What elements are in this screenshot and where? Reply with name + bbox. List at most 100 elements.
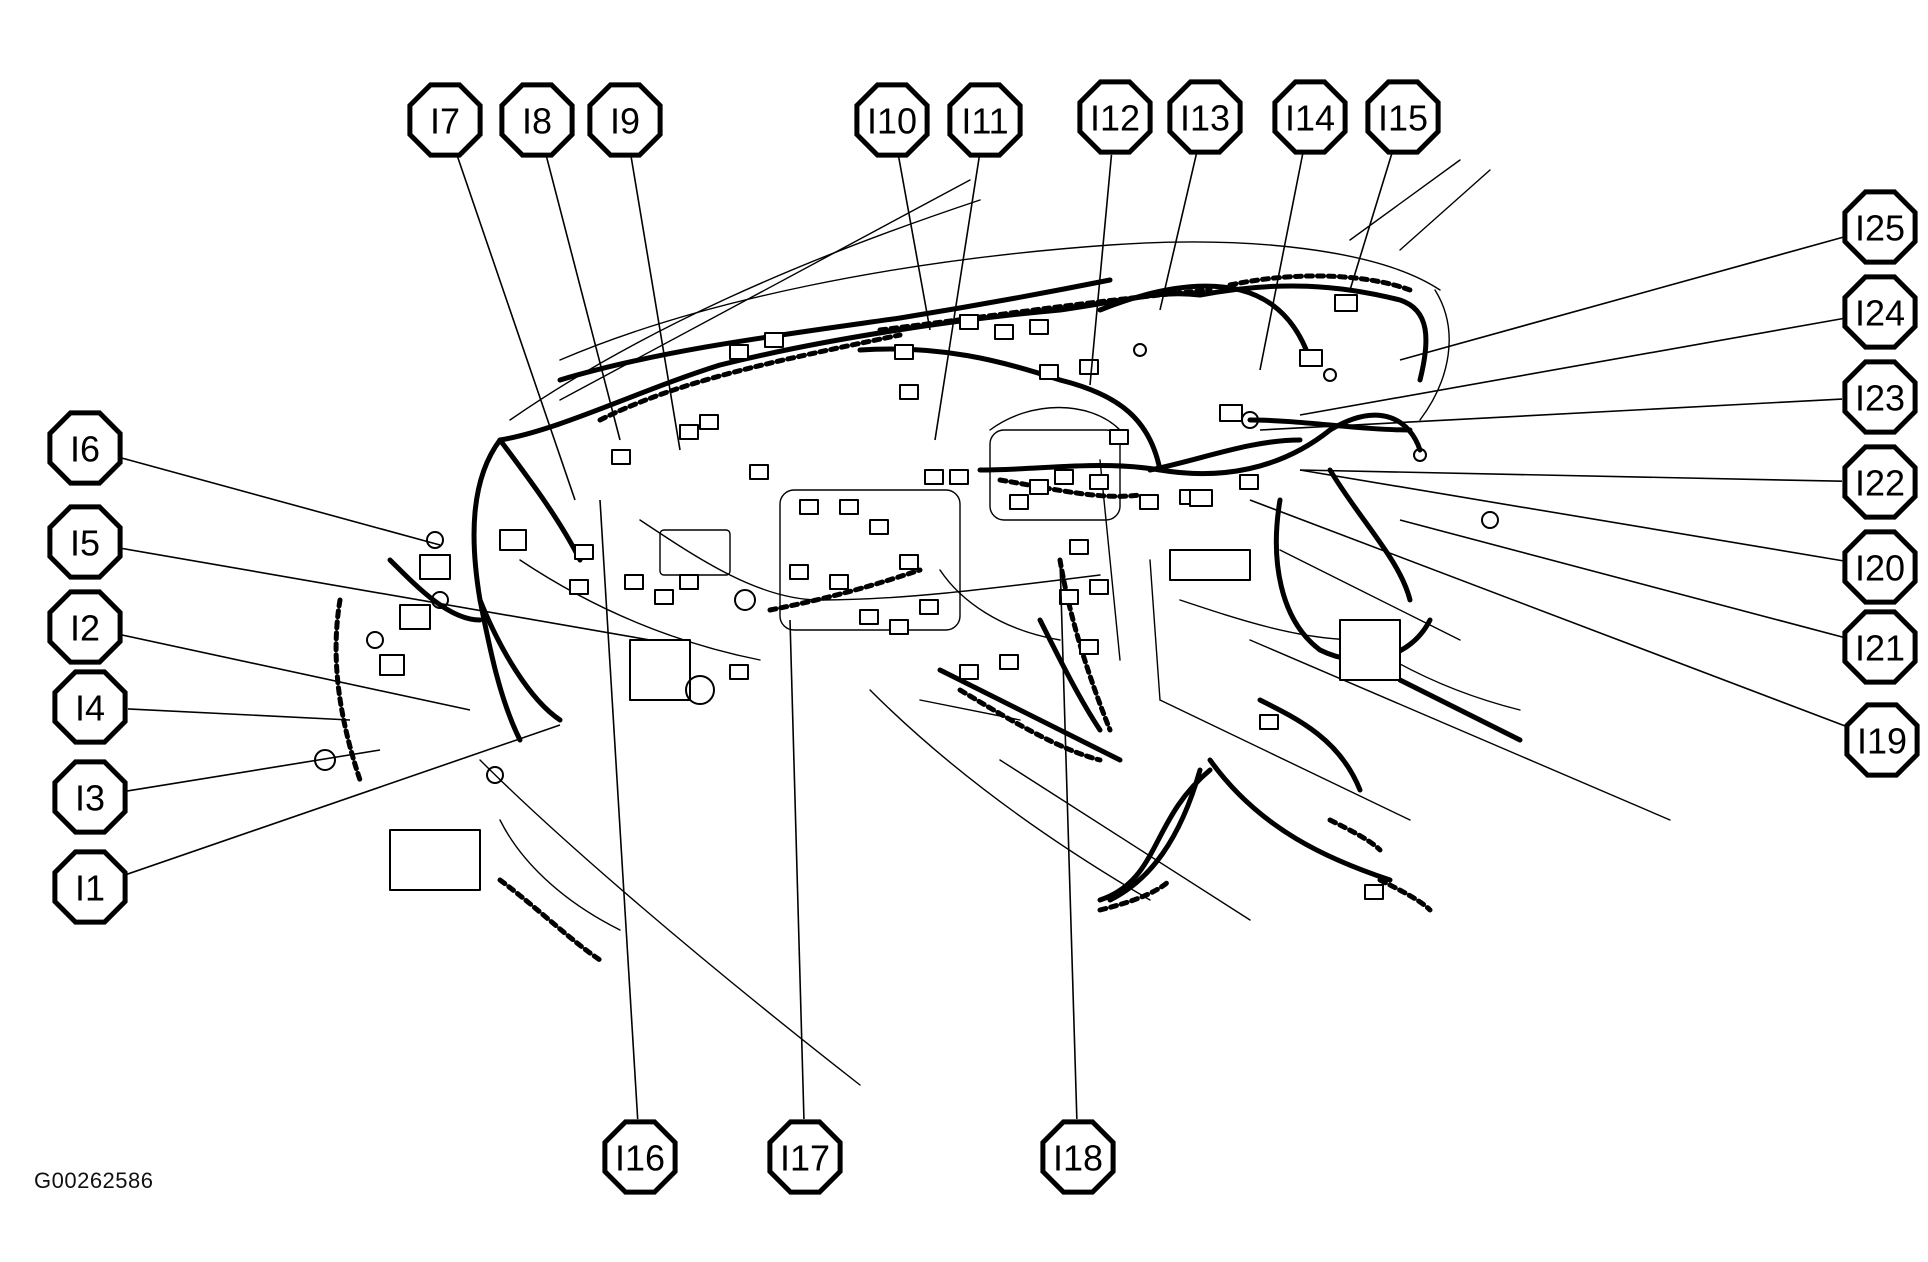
- callout-octagon: [1077, 79, 1153, 155]
- leader-line-i15: [1349, 153, 1393, 291]
- callout-i19: I19: [1844, 702, 1920, 778]
- leader-line-i3: [127, 749, 381, 792]
- callout-label: I2: [70, 608, 100, 649]
- callout-i20: I20: [1842, 529, 1918, 605]
- leader-line-i7: [456, 155, 576, 501]
- callout-label: I1: [75, 868, 105, 909]
- callout-octagon: [602, 1119, 678, 1195]
- callout-label: I3: [75, 778, 105, 819]
- callout-i2: I2: [47, 589, 123, 665]
- leader-line-i17: [789, 619, 805, 1120]
- leader-line-i18: [1059, 559, 1078, 1120]
- callout-label: I9: [610, 101, 640, 142]
- leader-line-i11: [934, 157, 980, 441]
- callout-octagon: [1842, 189, 1918, 265]
- leader-line-i25: [1399, 236, 1844, 361]
- callout-octagon: [1842, 609, 1918, 685]
- callout-i13: I13: [1167, 79, 1243, 155]
- callout-leader-lines: [121, 153, 1847, 1120]
- callout-label: I20: [1855, 548, 1905, 589]
- callout-label: I7: [430, 101, 460, 142]
- callout-i9: I9: [587, 82, 663, 158]
- callout-label: I13: [1180, 98, 1230, 139]
- callout-label: I17: [780, 1138, 830, 1179]
- callout-label: I16: [615, 1138, 665, 1179]
- callout-i10: I10: [854, 82, 930, 158]
- callout-octagon: [854, 82, 930, 158]
- leader-line-i23: [1259, 398, 1843, 431]
- callout-i14: I14: [1272, 79, 1348, 155]
- callout-i6: I6: [47, 410, 123, 486]
- callout-octagon: [587, 82, 663, 158]
- callout-label: I4: [75, 688, 105, 729]
- leader-line-i13: [1159, 153, 1198, 311]
- callout-octagon: [52, 849, 128, 925]
- leader-line-i24: [1299, 317, 1843, 416]
- callout-octagon: [1842, 359, 1918, 435]
- leader-line-i21: [1399, 519, 1844, 639]
- callout-label: I14: [1285, 98, 1335, 139]
- callout-octagon: [1272, 79, 1348, 155]
- callout-octagon: [1167, 79, 1243, 155]
- callout-octagon: [52, 669, 128, 745]
- callout-octagon: [47, 504, 123, 580]
- leader-line-i2: [121, 634, 471, 711]
- callout-octagon: [47, 410, 123, 486]
- leader-line-i12: [1089, 154, 1113, 386]
- callout-label: I18: [1053, 1138, 1103, 1179]
- callout-i7: I7: [407, 82, 483, 158]
- callout-i25: I25: [1842, 189, 1918, 265]
- callout-i23: I23: [1842, 359, 1918, 435]
- dashboard-drawing: [314, 159, 1671, 1086]
- callout-octagon: [47, 589, 123, 665]
- callout-label: I19: [1857, 721, 1907, 762]
- callout-label: I22: [1855, 463, 1905, 504]
- callout-octagon: [947, 82, 1023, 158]
- callout-label: I23: [1855, 378, 1905, 419]
- callout-i4: I4: [52, 669, 128, 745]
- callout-i18: I18: [1040, 1119, 1116, 1195]
- leader-line-i6: [121, 457, 441, 546]
- leader-line-i19: [1249, 499, 1847, 728]
- callout-i17: I17: [767, 1119, 843, 1195]
- callout-label: I25: [1855, 208, 1905, 249]
- connectors: [379, 294, 1401, 900]
- callout-octagon: [1842, 444, 1918, 520]
- callout-label: I11: [961, 101, 1008, 142]
- callout-i12: I12: [1077, 79, 1153, 155]
- leader-line-i14: [1259, 154, 1304, 371]
- harness-taped: [333, 273, 1433, 963]
- callout-label: I21: [1855, 628, 1905, 669]
- callout-octagon: [407, 82, 483, 158]
- callout-i5: I5: [47, 504, 123, 580]
- callout-i8: I8: [499, 82, 575, 158]
- callout-octagon: [1842, 274, 1918, 350]
- leader-line-i4: [127, 708, 351, 721]
- callout-label: I5: [70, 523, 100, 564]
- callout-i21: I21: [1842, 609, 1918, 685]
- dash-outline: [479, 159, 1671, 1086]
- callout-i22: I22: [1842, 444, 1918, 520]
- leader-line-i16: [599, 499, 639, 1120]
- leader-line-i8: [545, 156, 621, 441]
- figure-id: G00262586: [34, 1168, 154, 1193]
- callout-i15: I15: [1365, 79, 1441, 155]
- callout-octagon: [1040, 1119, 1116, 1195]
- leader-line-i20: [1299, 469, 1843, 562]
- callout-label: I8: [522, 101, 552, 142]
- callout-i3: I3: [52, 759, 128, 835]
- leader-line-i10: [897, 157, 931, 331]
- callout-octagon: [499, 82, 575, 158]
- callout-i16: I16: [602, 1119, 678, 1195]
- callout-label: I12: [1090, 98, 1140, 139]
- leader-line-i1: [125, 724, 561, 876]
- callout-label: I10: [867, 101, 917, 142]
- callout-octagon: [1365, 79, 1441, 155]
- harness-main: [387, 277, 1523, 903]
- callout-label: I24: [1855, 293, 1905, 334]
- callout-octagon: [52, 759, 128, 835]
- callout-label: I6: [70, 429, 100, 470]
- leader-line-i9: [630, 157, 681, 451]
- callout-octagon: [1842, 529, 1918, 605]
